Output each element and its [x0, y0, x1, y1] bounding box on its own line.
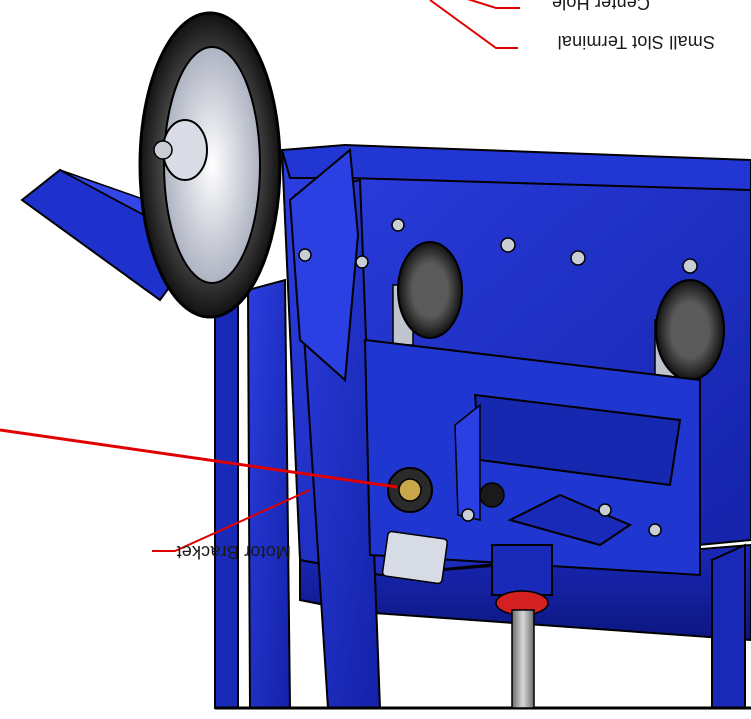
caster-wheel: [397, 241, 463, 339]
adjuster-thread: [511, 609, 535, 709]
threaded-adjuster: [491, 544, 553, 709]
data-plate: [381, 530, 449, 585]
frame-post-left: [214, 290, 239, 709]
leader-line-center-hole: [467, 0, 520, 9]
wheel-rim: [163, 46, 261, 284]
leader-line-motor-bracket: [152, 489, 311, 552]
bolt: [648, 523, 662, 537]
bolt: [598, 503, 612, 517]
large-wheel: [138, 11, 282, 319]
switch-lever: [507, 493, 633, 547]
caster-left: [392, 241, 463, 346]
bolt: [298, 248, 312, 262]
frame-post-mid: [246, 278, 292, 709]
caster-wheel: [655, 279, 725, 381]
frame-top-rail: [280, 143, 751, 192]
bolt: [355, 255, 369, 269]
wheel-axle-nut: [153, 140, 173, 160]
switch-bracket: [454, 403, 481, 521]
switch-knob: [479, 482, 505, 508]
adjuster-housing: [491, 544, 553, 596]
motor-bracket-plate: [288, 148, 360, 383]
caster-right: [654, 279, 725, 381]
leader-line-small-slot: [429, 0, 518, 49]
leaders: [0, 0, 520, 552]
bolt: [500, 237, 516, 253]
callout-center-hole: Center Hole: [551, 0, 650, 13]
callout-small-slot-terminal: Small Slot Terminal: [557, 32, 715, 52]
callout-motor-bracket: Motor Bracket: [176, 542, 291, 562]
leader-line-red: [0, 428, 398, 489]
thermal-terminal: [387, 467, 433, 513]
bolt: [461, 508, 475, 522]
bolt: [682, 258, 698, 274]
bolt: [391, 218, 405, 232]
terminal-center: [398, 478, 422, 502]
bolt: [570, 250, 586, 266]
frame-post-far-right: [711, 543, 746, 709]
plate-body: [381, 530, 449, 585]
